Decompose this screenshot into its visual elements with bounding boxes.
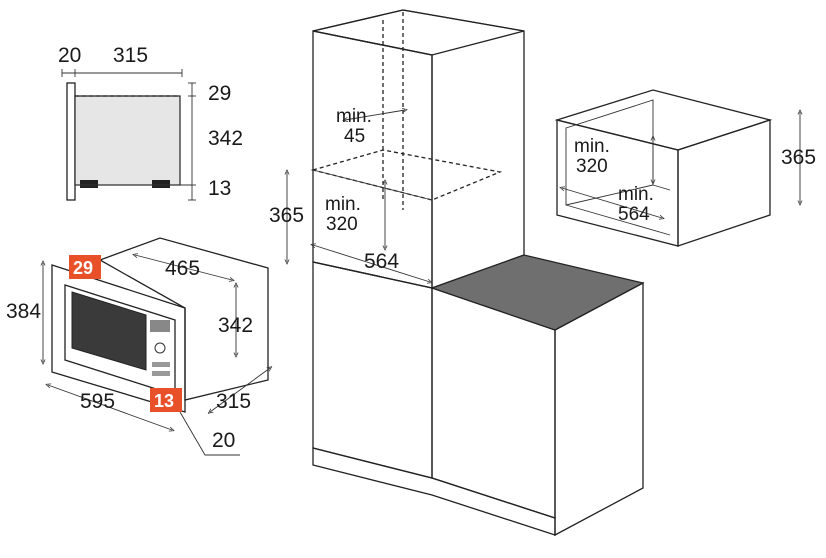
cabinet-height-label: 365 [269, 204, 304, 227]
side-front-thickness-label: 20 [58, 44, 81, 67]
microwave-knob-icon [154, 342, 166, 354]
niche-min-width-word: min. [618, 184, 654, 205]
counter-side [554, 281, 644, 537]
foot-right [152, 180, 170, 188]
countertop [430, 254, 645, 331]
niche-min-height-word: min. [574, 136, 610, 157]
badge-bottom-label: 13 [154, 391, 174, 411]
niche-side [677, 119, 771, 247]
min-depth-value: 45 [344, 126, 365, 147]
microwave-3d: 384 465 342 595 315 20 29 13 [6, 237, 270, 456]
badge-top-label: 29 [73, 258, 93, 278]
microwave-total-width-label: 595 [80, 390, 115, 413]
cabinet-plinth [312, 447, 556, 536]
side-height-label: 342 [208, 127, 243, 150]
min-depth-word: min. [336, 106, 372, 127]
wall-niche: min. 320 min. 564 365 [554, 89, 816, 247]
counter-cabinet [430, 254, 645, 537]
microwave-frame [51, 264, 186, 413]
cabinet-door-left [312, 261, 433, 479]
microwave-body-height-label: 342 [218, 314, 253, 337]
niche-front [556, 119, 679, 247]
front-panel-side [66, 82, 76, 201]
badge-bottom [150, 388, 182, 412]
badge-top [69, 255, 101, 279]
niche-height-label: 365 [781, 146, 816, 169]
side-width-label: 315 [113, 44, 148, 67]
min-height-value: 320 [326, 214, 358, 235]
microwave-frame-label: 20 [212, 429, 235, 452]
microwave-window [71, 291, 147, 371]
depth-315-arrow [210, 368, 270, 412]
microwave-body-depth-label: 315 [216, 390, 251, 413]
side-top-gap-label: 29 [208, 82, 231, 105]
niche-floor-dashed [310, 149, 503, 201]
niche-min-width-value: 564 [618, 204, 650, 225]
frame-leader-line [179, 411, 240, 456]
cabinet-top [312, 9, 525, 56]
width-595-arrow [48, 385, 172, 430]
microwave-total-height-label: 384 [6, 300, 41, 323]
microwave-depth-label: 465 [165, 257, 200, 280]
microwave-display [150, 320, 170, 332]
side-view: 20 315 29 342 13 [58, 44, 243, 201]
foot-left [80, 180, 98, 188]
side-bottom-gap-label: 13 [208, 177, 231, 200]
tall-cabinet: min. 45 min. 320 365 564 [269, 9, 556, 536]
depth-465-arrow [135, 255, 232, 280]
niche-min-height-value: 320 [576, 156, 608, 177]
min-height-word: min. [325, 194, 361, 215]
cabinet-width-label: 564 [364, 250, 399, 273]
appliance-body-side [74, 95, 181, 186]
